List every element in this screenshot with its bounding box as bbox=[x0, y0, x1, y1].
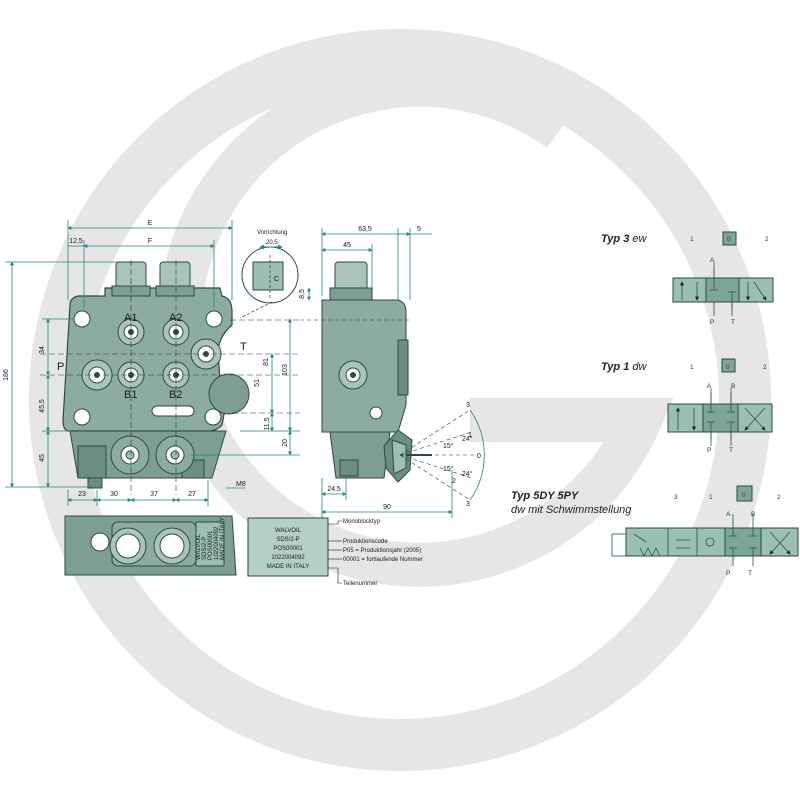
dim-side-45: 45 bbox=[343, 242, 351, 249]
typ3-pos-0: 0 bbox=[727, 236, 731, 243]
svg-text:SDS/2-P: SDS/2-P bbox=[202, 537, 208, 560]
detail-title: Vorrichtung bbox=[257, 230, 287, 236]
detail-dim: 20,5 bbox=[266, 240, 278, 246]
plate-line-2: SDS/2-P bbox=[276, 537, 299, 543]
thread-m8: M8 bbox=[236, 481, 246, 488]
angle-3-top: 3 bbox=[466, 402, 470, 409]
angle-15-top: 15° bbox=[443, 442, 454, 450]
typ3-pos-2: 2 bbox=[765, 236, 769, 243]
dim-f: F bbox=[148, 238, 152, 245]
bottom-stamp: WALVOIL SDS/2-P POS00001 1022004092 MADE… bbox=[196, 518, 226, 560]
dim-37: 37 bbox=[150, 491, 158, 498]
svg-text:1022004092: 1022004092 bbox=[214, 526, 220, 560]
typ5-pos-0: 0 bbox=[742, 492, 746, 499]
dim-34: 34 bbox=[39, 346, 46, 354]
dim-81: 81 bbox=[263, 358, 270, 366]
label-t: T bbox=[240, 341, 247, 353]
schematic-typ-1: Typ 1 dw 1 0 2 A B P T bbox=[601, 358, 773, 454]
angle-1: 1 bbox=[468, 432, 472, 439]
dim-11-5: 11,5 bbox=[264, 417, 271, 430]
angle-24-bottom: 24° bbox=[462, 470, 473, 478]
typ1-t: T bbox=[729, 447, 733, 454]
typ1-p: P bbox=[707, 447, 711, 454]
dim-45: 45 bbox=[39, 454, 46, 462]
typ1-b: B bbox=[731, 383, 735, 390]
dim-186: 186 bbox=[3, 369, 10, 381]
typ5-b: B bbox=[751, 511, 755, 518]
dim-5: 5 bbox=[417, 226, 421, 233]
typ3-title: Typ 3 ew bbox=[601, 233, 648, 245]
schematic-typ-3: Typ 3 ew 1 0 2 A P T bbox=[601, 231, 774, 326]
typ5-pos-3: 3 bbox=[674, 494, 678, 501]
dim-30: 30 bbox=[110, 491, 118, 498]
svg-text:WALVOIL: WALVOIL bbox=[196, 533, 202, 560]
typ5-a: A bbox=[726, 511, 731, 518]
dim-63-5: 63,5 bbox=[358, 226, 372, 233]
plate-line-3: POS00001 bbox=[273, 546, 303, 552]
typ5-title: Typ 5DY 5PY bbox=[511, 490, 580, 502]
typ1-pos-1: 1 bbox=[690, 364, 694, 371]
svg-text:MADE IN ITALY: MADE IN ITALY bbox=[220, 518, 226, 560]
detail-view: C Vorrichtung 20,5 bbox=[239, 230, 299, 319]
angle-2: 2 bbox=[452, 478, 456, 485]
callout-monoblocktyp: Monoblocktyp bbox=[343, 519, 381, 525]
typ1-pos-2: 2 bbox=[763, 364, 767, 371]
typ3-a: A bbox=[710, 257, 715, 264]
dim-23: 23 bbox=[78, 491, 86, 498]
angle-3-bottom: 3 bbox=[466, 501, 470, 508]
schematic-typ-5dy: Typ 5DY 5PY dw mit Schwimmstellung 3 1 0… bbox=[511, 485, 799, 577]
typ5-p: P bbox=[726, 570, 730, 577]
angle-24-top: 24° bbox=[462, 435, 473, 443]
dim-8-5: 8,5 bbox=[299, 289, 306, 299]
typ1-pos-0: 0 bbox=[726, 364, 730, 371]
callout-nummer: 00001 = fortlaufende Nummer bbox=[343, 557, 423, 563]
dim-27: 27 bbox=[188, 491, 196, 498]
typ5-pos-1: 1 bbox=[709, 494, 713, 501]
dim-45-5: 45,5 bbox=[39, 399, 46, 413]
detail-letter: C bbox=[274, 276, 279, 283]
dim-90: 90 bbox=[383, 504, 391, 511]
typ5-pos-2: 2 bbox=[777, 494, 781, 501]
typ3-pos-1: 1 bbox=[690, 236, 694, 243]
front-view: A1 A2 B1 B2 P T bbox=[3, 220, 300, 506]
callout-produktionsjahr: P05 = Produktionsjahr (2005) bbox=[343, 548, 421, 554]
dim-51: 51 bbox=[254, 379, 261, 387]
side-view: 63,5 45 5 8,5 24,5 90 3 24° 15° 1 0 15° … bbox=[299, 226, 485, 518]
typ1-a: A bbox=[707, 383, 712, 390]
angle-15-bottom: 15° bbox=[443, 465, 454, 473]
dim-12-5: 12,5 bbox=[69, 238, 83, 245]
typ3-t: T bbox=[731, 319, 735, 326]
callout-teilenummer: Teilenummer bbox=[343, 581, 377, 587]
svg-text:POS00001: POS00001 bbox=[208, 530, 214, 560]
dim-103: 103 bbox=[282, 364, 289, 376]
dim-24-5: 24,5 bbox=[327, 486, 341, 493]
typ5-t: T bbox=[748, 570, 752, 577]
typ3-p: P bbox=[710, 319, 714, 326]
nameplate: WALVOIL SDS/2-P POS00001 1022004092 MADE… bbox=[247, 517, 423, 587]
angle-0: 0 bbox=[477, 453, 481, 460]
label-p: P bbox=[57, 361, 64, 373]
plate-line-5: MADE IN ITALY bbox=[267, 564, 309, 570]
dim-e: E bbox=[148, 220, 153, 227]
typ1-title: Typ 1 dw bbox=[601, 361, 648, 373]
bottom-view: WALVOIL SDS/2-P POS00001 1022004092 MADE… bbox=[64, 515, 237, 576]
plate-line-4: 1022004092 bbox=[271, 555, 305, 561]
dim-20: 20 bbox=[282, 439, 289, 447]
callout-produktionscode: Produktionscode bbox=[343, 539, 388, 545]
typ5-subtitle: dw mit Schwimmstellung bbox=[511, 504, 632, 516]
plate-line-1: WALVOIL bbox=[275, 528, 302, 534]
